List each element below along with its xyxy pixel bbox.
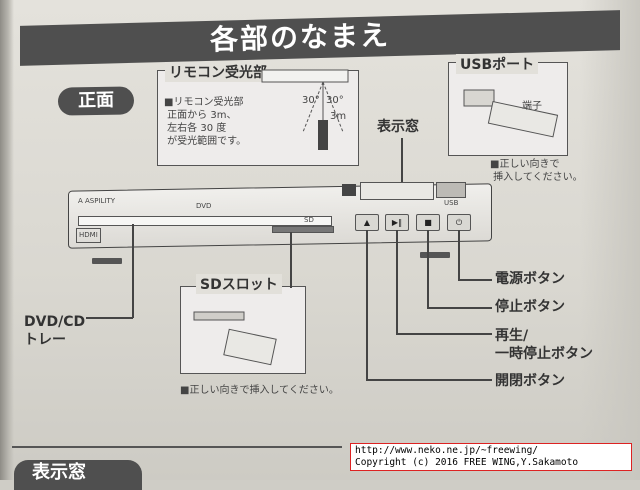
- remote-control-icon: [318, 120, 328, 150]
- tray-label: DVD/CD トレー: [24, 314, 86, 348]
- remote-range-diagram: [261, 69, 349, 150]
- tray-leader-v: [132, 224, 134, 318]
- stop-button-label: 停止ボタン: [495, 299, 565, 315]
- section-label-display: 表示窓: [14, 460, 142, 490]
- usb-note: ■正しい向きで 挿入してください。: [490, 159, 583, 183]
- power-button-label: 電源ボタン: [495, 271, 565, 287]
- angle-left-label: 30°: [302, 95, 320, 106]
- play-leader-v: [396, 230, 398, 334]
- page-binding-shadow: [0, 0, 14, 480]
- power-leader-h: [458, 279, 492, 281]
- stop-leader-v: [427, 230, 429, 308]
- usb-terminal-label: 端子: [522, 101, 542, 112]
- player-foot-left: [92, 258, 122, 264]
- stop-leader-h: [427, 307, 492, 309]
- usb-socket-icon: [463, 89, 495, 107]
- play-pause-button[interactable]: ▶‖: [385, 214, 409, 231]
- sd-slot-illustration: [193, 311, 245, 321]
- angle-right-label: 30°: [326, 95, 344, 106]
- brand-logo: A ASPILITY: [78, 197, 116, 205]
- sd-card-diagram: [193, 311, 277, 366]
- sd-slot: [272, 226, 334, 233]
- copyright-text: Copyright (c) 2016 FREE WING,Y.Sakamoto: [355, 457, 579, 468]
- stop-button[interactable]: ■: [416, 214, 440, 231]
- bottom-divider: [12, 446, 342, 448]
- usb-badge: USB: [444, 199, 459, 207]
- tray-leader-h: [86, 317, 133, 319]
- sd-note: ■正しい向きで挿入してください。: [180, 385, 339, 396]
- page-title: 各部のなまえ: [209, 18, 391, 57]
- remote-sensor: [342, 184, 356, 196]
- sd-slot-box: [180, 286, 306, 374]
- copyright-box: http://www.neko.ne.jp/~freewing/ Copyrig…: [350, 443, 632, 471]
- section-label-front: 正面: [57, 86, 135, 116]
- power-button[interactable]: ⏻: [447, 214, 471, 231]
- usb-stick-diagram: [463, 89, 559, 138]
- play-leader-h: [396, 333, 492, 335]
- usb-port: [436, 182, 466, 198]
- open-close-button-label: 開閉ボタン: [495, 373, 565, 389]
- sd-card-icon: [223, 328, 277, 366]
- display-window-leader: [401, 138, 403, 186]
- mini-player-icon: [261, 69, 349, 83]
- open-close-button[interactable]: ▲: [355, 214, 379, 231]
- sd-slot-title: SDスロット: [196, 274, 282, 294]
- disc-tray: [78, 216, 332, 226]
- copyright-url[interactable]: http://www.neko.ne.jp/~freewing/: [355, 445, 539, 456]
- power-leader-v: [458, 230, 460, 280]
- dvd-logo: DVD: [196, 202, 212, 210]
- display-window: [360, 182, 434, 200]
- remote-receiver-title: リモコン受光部: [165, 62, 271, 82]
- usb-port-box: [448, 62, 568, 156]
- page-edge-shadow: [580, 0, 640, 480]
- remote-receiver-note: ■リモコン受光部 正面から 3m、 左右各 30 度 が受光範囲です。: [164, 97, 247, 147]
- open-leader-v: [366, 230, 368, 380]
- usb-port-title: USBポート: [456, 54, 539, 74]
- open-leader-h: [366, 379, 492, 381]
- play-pause-button-label: 再生/ 一時停止ボタン: [495, 328, 593, 362]
- sd-badge: SD: [304, 216, 314, 224]
- usb-stick-icon: [487, 100, 559, 138]
- player-foot-right: [420, 252, 450, 258]
- distance-label: 3m: [330, 111, 347, 122]
- sd-slot-leader: [290, 232, 292, 288]
- display-window-label: 表示窓: [377, 119, 419, 135]
- hdmi-badge: HDMI: [76, 228, 101, 243]
